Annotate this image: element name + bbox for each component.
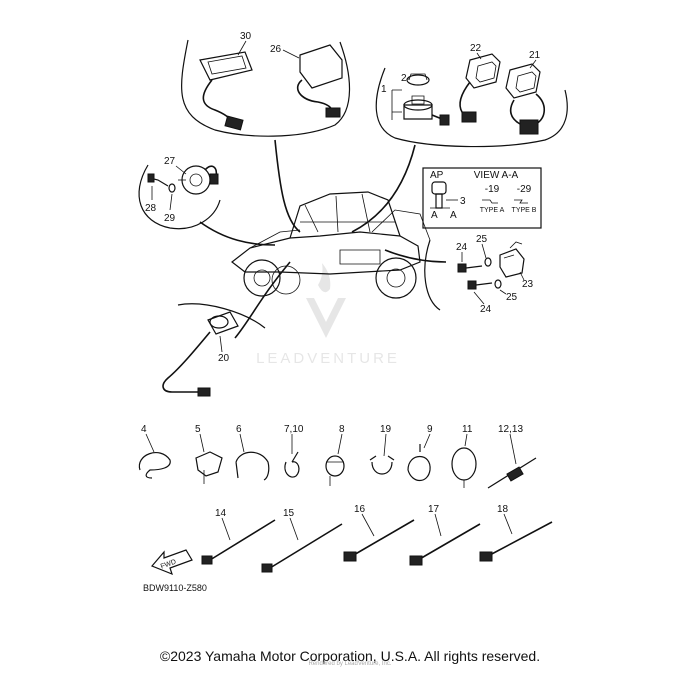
tie-12-13[interactable] xyxy=(487,457,537,489)
callout-12-13: 12,13 xyxy=(498,424,523,435)
callout-16: 16 xyxy=(354,504,366,515)
drive-switch[interactable] xyxy=(505,63,546,135)
light-switch[interactable] xyxy=(459,53,501,123)
callout-25-lower: 25 xyxy=(506,292,518,303)
watermark-logo: LEADVENTURE xyxy=(256,263,400,367)
horn[interactable] xyxy=(178,165,219,195)
utv-vehicle xyxy=(231,191,431,299)
clip-8[interactable] xyxy=(325,455,345,486)
callout-30: 30 xyxy=(240,31,252,42)
watermark-credit: Rendered by LeadVenture, Inc. xyxy=(308,661,392,667)
callout-14: 14 xyxy=(215,508,227,519)
clip-4[interactable] xyxy=(138,452,171,479)
group-outline-socket xyxy=(177,303,266,329)
cable-tie-15[interactable] xyxy=(261,523,343,573)
callout-6: 6 xyxy=(236,424,242,435)
fwd-arrow-icon: FWD xyxy=(150,549,193,576)
callout-26: 26 xyxy=(270,44,282,55)
callout-9: 9 xyxy=(427,424,433,435)
cable-tie-17[interactable] xyxy=(409,523,481,566)
callout-25-upper: 25 xyxy=(476,234,488,245)
group-outline-switches xyxy=(375,67,568,148)
relay-unit[interactable] xyxy=(296,44,343,118)
key-view-box: AP VIEW A-A -19 -29 TYPE A TYPE B A A xyxy=(422,167,542,229)
clip-19[interactable] xyxy=(369,455,395,475)
leader-line xyxy=(351,144,416,233)
sensor-bolt-lower[interactable] xyxy=(467,280,493,290)
callout-19: 19 xyxy=(380,424,392,435)
power-socket[interactable] xyxy=(162,311,239,397)
leader-line xyxy=(274,139,301,233)
callout-24-lower: 24 xyxy=(480,304,492,315)
key-view-type-2: TYPE B xyxy=(512,207,537,214)
key-view-section-a-left: A xyxy=(431,210,438,221)
cable-tie-14[interactable] xyxy=(201,519,276,565)
key-view-type-1: TYPE A xyxy=(480,207,505,214)
callout-28: 28 xyxy=(145,203,157,214)
meter-display[interactable] xyxy=(199,51,253,131)
callout-29: 29 xyxy=(164,213,176,224)
clip-6[interactable] xyxy=(235,451,270,481)
diagram-code: BDW9110-Z580 xyxy=(143,583,207,593)
key-view-title: VIEW A-A xyxy=(474,170,519,181)
ignition-key[interactable] xyxy=(430,181,450,209)
sensor-unit[interactable] xyxy=(499,241,525,278)
callout-8: 8 xyxy=(339,424,345,435)
cable-tie-16[interactable] xyxy=(343,519,415,562)
key-view-variant-2: -29 xyxy=(517,184,532,195)
callout-21: 21 xyxy=(529,50,541,61)
callout-4: 4 xyxy=(141,424,147,435)
callout-1: 1 xyxy=(381,84,387,95)
cable-tie-18[interactable] xyxy=(479,521,553,562)
sensor-washer-upper[interactable] xyxy=(484,257,492,267)
callout-15: 15 xyxy=(283,508,295,519)
leader-line xyxy=(199,221,276,246)
leader-line xyxy=(384,249,447,263)
clip-11[interactable] xyxy=(451,447,477,488)
callout-23: 23 xyxy=(522,279,534,290)
group-outline-horn xyxy=(138,164,221,230)
callout-20: 20 xyxy=(218,353,230,364)
key-profile-type-b xyxy=(514,199,528,204)
key-view-section-a-right: A xyxy=(450,210,457,221)
callouts: 30 26 22 21 2 1 3 27 28 29 24 25 23 25 2… xyxy=(141,31,541,541)
callout-24-upper: 24 xyxy=(456,242,468,253)
callout-27: 27 xyxy=(164,156,176,167)
callout-5: 5 xyxy=(195,424,201,435)
horn-washer[interactable] xyxy=(168,183,176,193)
horn-bolt[interactable] xyxy=(147,173,169,187)
callout-3: 3 xyxy=(460,196,466,207)
watermark-text: LEADVENTURE xyxy=(256,350,400,367)
callout-22: 22 xyxy=(470,43,482,54)
sensor-bolt-upper[interactable] xyxy=(457,263,483,273)
callout-2: 2 xyxy=(401,73,407,84)
callout-11: 11 xyxy=(462,424,473,435)
callout-18: 18 xyxy=(497,504,509,515)
copyright-notice: ©2023 Yamaha Motor Corporation, U.S.A. A… xyxy=(159,648,541,664)
group-outline-display xyxy=(180,39,351,137)
group-outline-sensor xyxy=(424,239,441,311)
clip-9[interactable] xyxy=(407,444,431,482)
sensor-washer-lower[interactable] xyxy=(494,279,502,289)
clip-5[interactable] xyxy=(195,451,223,484)
fwd-label: FWD xyxy=(160,559,177,571)
key-view-variant-1: -19 xyxy=(485,184,500,195)
callout-7-10: 7,10 xyxy=(284,424,304,435)
main-switch[interactable] xyxy=(391,73,450,126)
key-view-ap: AP xyxy=(430,170,444,181)
key-profile-type-a xyxy=(482,199,498,204)
callout-17: 17 xyxy=(428,504,440,515)
clip-7-10[interactable] xyxy=(284,451,300,478)
